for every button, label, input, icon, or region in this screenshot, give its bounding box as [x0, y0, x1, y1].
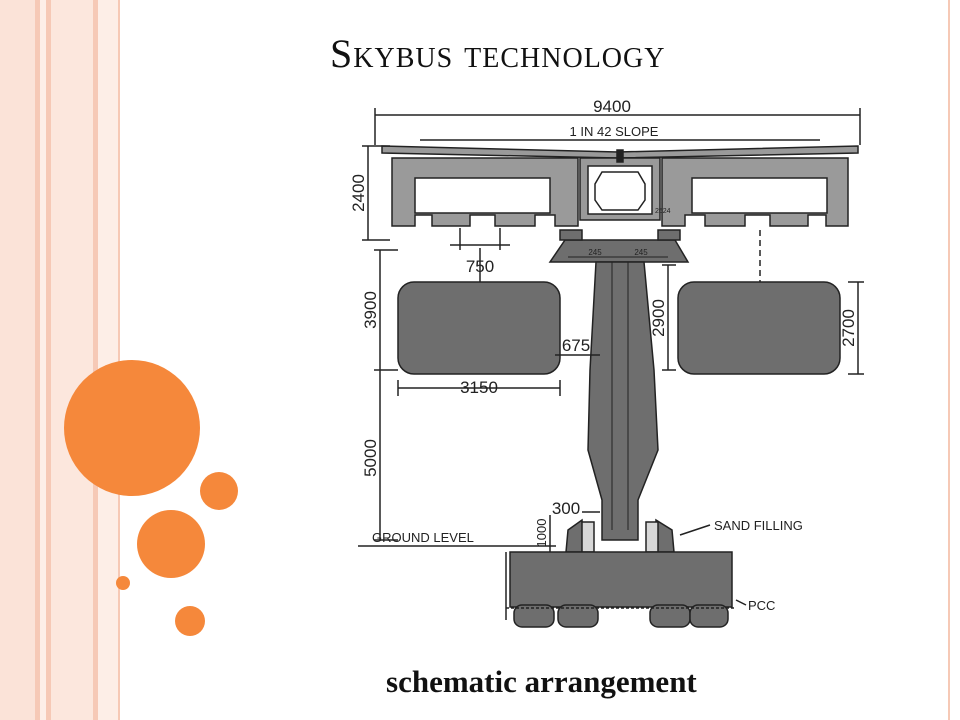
diagram-caption: schematic arrangement [386, 664, 697, 699]
label-sand-filling: SAND FILLING [714, 518, 803, 533]
decor-stripe-5 [51, 0, 93, 720]
dim-cap-label-right: 245 [634, 248, 648, 257]
dim-plinth: 300 [552, 499, 580, 518]
decor-circle-large [64, 360, 200, 496]
decor-stripe-4 [46, 0, 51, 720]
dim-wheel-spacing: 750 [466, 257, 494, 276]
decor-stripe-1 [0, 0, 35, 720]
decor-stripe-3 [40, 0, 46, 720]
dim-vehicle-height-left: 2900 [649, 299, 668, 337]
dim-vehicle-clearance: 3900 [361, 291, 380, 329]
decor-stripe-2 [35, 0, 40, 720]
dim-vehicle-height-right: 2700 [839, 309, 858, 347]
decor-stripe-right [948, 0, 950, 720]
dim-small-mark: 2524 [655, 208, 671, 215]
decor-stripe-8 [118, 0, 120, 720]
decor-circle-small [175, 606, 205, 636]
dim-footing: 1000 [534, 519, 549, 548]
dim-top-width: 9400 [593, 100, 631, 116]
dim-vehicle-width: 3150 [460, 378, 498, 397]
dim-pier-height: 5000 [361, 439, 380, 477]
dim-slope: 1 IN 42 SLOPE [570, 124, 659, 139]
decor-stripe-6 [93, 0, 98, 720]
decor-circle-mid2 [137, 510, 205, 578]
dim-cap-label-left: 245 [588, 248, 602, 257]
skybus-schematic: 9400 1 IN 42 SLOPE 2400 750 3900 3150 67… [350, 100, 864, 628]
decor-circle-medium [200, 472, 238, 510]
label-ground-level: GROUND LEVEL [372, 530, 474, 545]
decor-circle-tiny [116, 576, 130, 590]
label-pcc: PCC [748, 598, 775, 613]
dim-deck-height: 2400 [350, 174, 368, 212]
slide-title: Skybus technology [330, 31, 666, 76]
decor-stripe-7 [98, 0, 118, 720]
dim-pier-width: 675 [562, 336, 590, 355]
